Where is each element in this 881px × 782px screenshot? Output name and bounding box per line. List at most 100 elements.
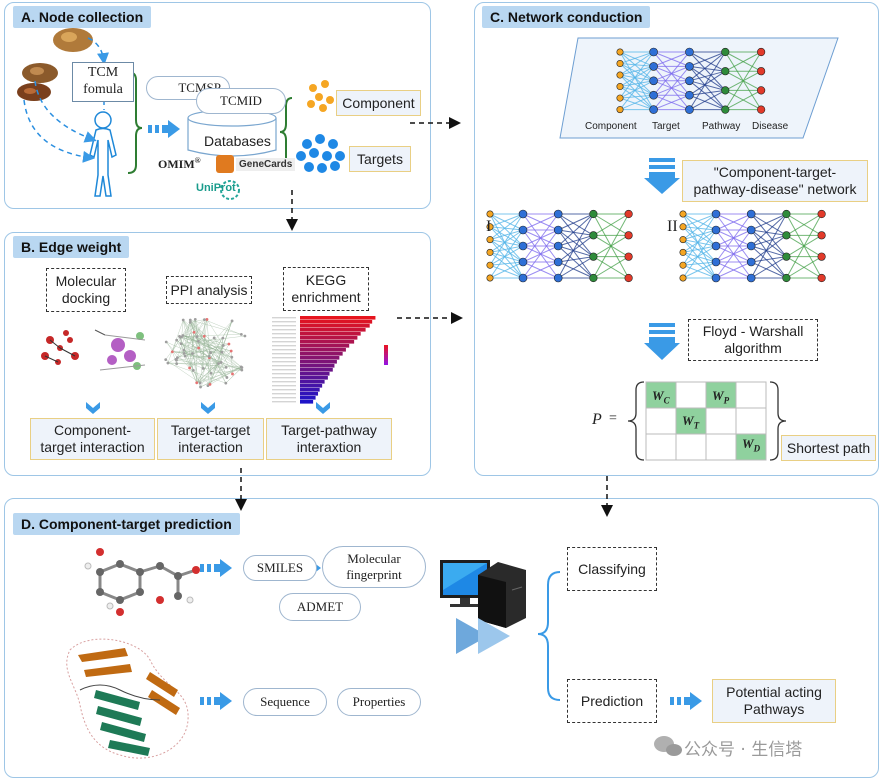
- ppi-network-icon: [164, 317, 247, 389]
- kegg-bar: [300, 360, 337, 364]
- network-edge: [619, 94, 654, 111]
- network-edge: [682, 213, 717, 266]
- network-node: [616, 71, 624, 79]
- ppi-edge: [166, 341, 190, 369]
- brace-d: [537, 571, 561, 701]
- network-edge: [489, 239, 524, 247]
- human-body-icon: [89, 111, 117, 197]
- panel-component-target-prediction: [4, 498, 879, 778]
- ppi-edge: [199, 319, 208, 384]
- network-node: [486, 248, 494, 256]
- ppi-node: [166, 361, 170, 365]
- network-edge: [751, 234, 787, 247]
- ppi-edge: [190, 319, 205, 323]
- network-edge: [489, 229, 524, 279]
- layer-target-label: Target: [652, 121, 680, 132]
- network-edge: [522, 229, 559, 279]
- network-edge: [653, 51, 690, 96]
- arrow-to-pathways-icon: [670, 692, 702, 710]
- network-edge: [557, 213, 594, 231]
- kegg-bar: [300, 320, 373, 324]
- network-edge: [619, 51, 654, 76]
- ppi-node: [230, 319, 234, 323]
- ppi-node: [175, 358, 178, 362]
- network-edge: [682, 261, 717, 266]
- ppi-edge: [195, 319, 199, 349]
- network-label: "Component-target- pathway-disease" netw…: [682, 160, 868, 202]
- network-edge: [715, 261, 752, 279]
- network-edge: [557, 256, 594, 279]
- ppi-edge: [207, 366, 242, 386]
- floyd-warshall-box: Floyd - Warshall algorithm: [688, 319, 818, 361]
- ppi-node: [175, 338, 179, 342]
- matrix-cell: [675, 433, 707, 461]
- network-node: [589, 209, 598, 219]
- ppi-edge: [183, 336, 205, 354]
- network-edge: [619, 80, 654, 88]
- ppi-edge: [181, 336, 232, 352]
- kegg-bar: [300, 388, 320, 392]
- ppi-edge: [198, 341, 228, 378]
- ppi-edge: [180, 343, 232, 358]
- down-arrow-icon-1: [644, 158, 680, 194]
- brace-a-left: [127, 71, 143, 174]
- network-edge: [682, 213, 717, 240]
- network-edge: [619, 51, 654, 64]
- network-node: [757, 47, 766, 57]
- ppi-edge: [196, 367, 242, 383]
- network-node: [711, 241, 721, 251]
- network-edge: [557, 213, 594, 279]
- kegg-bar: [300, 324, 370, 328]
- network-edge: [557, 213, 594, 236]
- ppi-edge: [190, 319, 227, 368]
- matrix-wt: WT: [682, 413, 699, 431]
- network-edge: [715, 229, 752, 279]
- network-edge: [619, 97, 654, 111]
- network-i-label: I: [486, 218, 492, 235]
- network-node: [616, 106, 624, 114]
- ppi-edge: [166, 341, 193, 354]
- network-edge: [689, 70, 726, 82]
- network-node: [616, 60, 624, 68]
- network-edge: [750, 213, 787, 236]
- ppi-edge: [166, 341, 178, 358]
- matrix-cell: [735, 381, 767, 409]
- network-edge: [689, 80, 726, 91]
- network-node: [782, 252, 791, 261]
- network-node: [553, 273, 563, 283]
- network-edge: [557, 213, 594, 257]
- network-edge: [489, 226, 524, 247]
- network-edge: [593, 256, 629, 279]
- network-edge: [619, 51, 655, 99]
- ppi-edge: [183, 350, 212, 374]
- ppi-edge: [176, 340, 193, 354]
- network-edge: [558, 256, 594, 263]
- network-node: [518, 273, 528, 283]
- network-node: [649, 62, 658, 71]
- smiles-pill: SMILES: [243, 555, 317, 581]
- network-edge: [682, 213, 717, 228]
- network-node: [518, 241, 528, 251]
- fingerprint-pill: Molecular fingerprint: [322, 546, 426, 588]
- kegg-bar: [300, 348, 346, 352]
- ppi-edge: [176, 322, 191, 361]
- network-edge: [689, 70, 726, 96]
- network-edge: [682, 239, 717, 263]
- network-edge: [682, 229, 717, 279]
- kegg-legend-swatch: [384, 359, 388, 361]
- arrow-to-databases-icon: [148, 120, 180, 138]
- ppi-edge: [192, 341, 199, 354]
- network-node: [624, 252, 633, 261]
- kegg-legend-swatch: [384, 361, 388, 363]
- network-edge: [489, 213, 524, 247]
- ppi-node: [198, 381, 202, 385]
- ppi-node: [225, 376, 229, 379]
- panel-b-title: B. Edge weight: [13, 236, 130, 258]
- network-edge: [653, 51, 690, 67]
- network-ii-icon: [679, 209, 826, 283]
- network-edge: [689, 51, 726, 82]
- target-target-interaction-label: Target-target interaction: [157, 418, 264, 460]
- matrix-cell: [675, 407, 707, 435]
- kegg-bar: [300, 316, 376, 320]
